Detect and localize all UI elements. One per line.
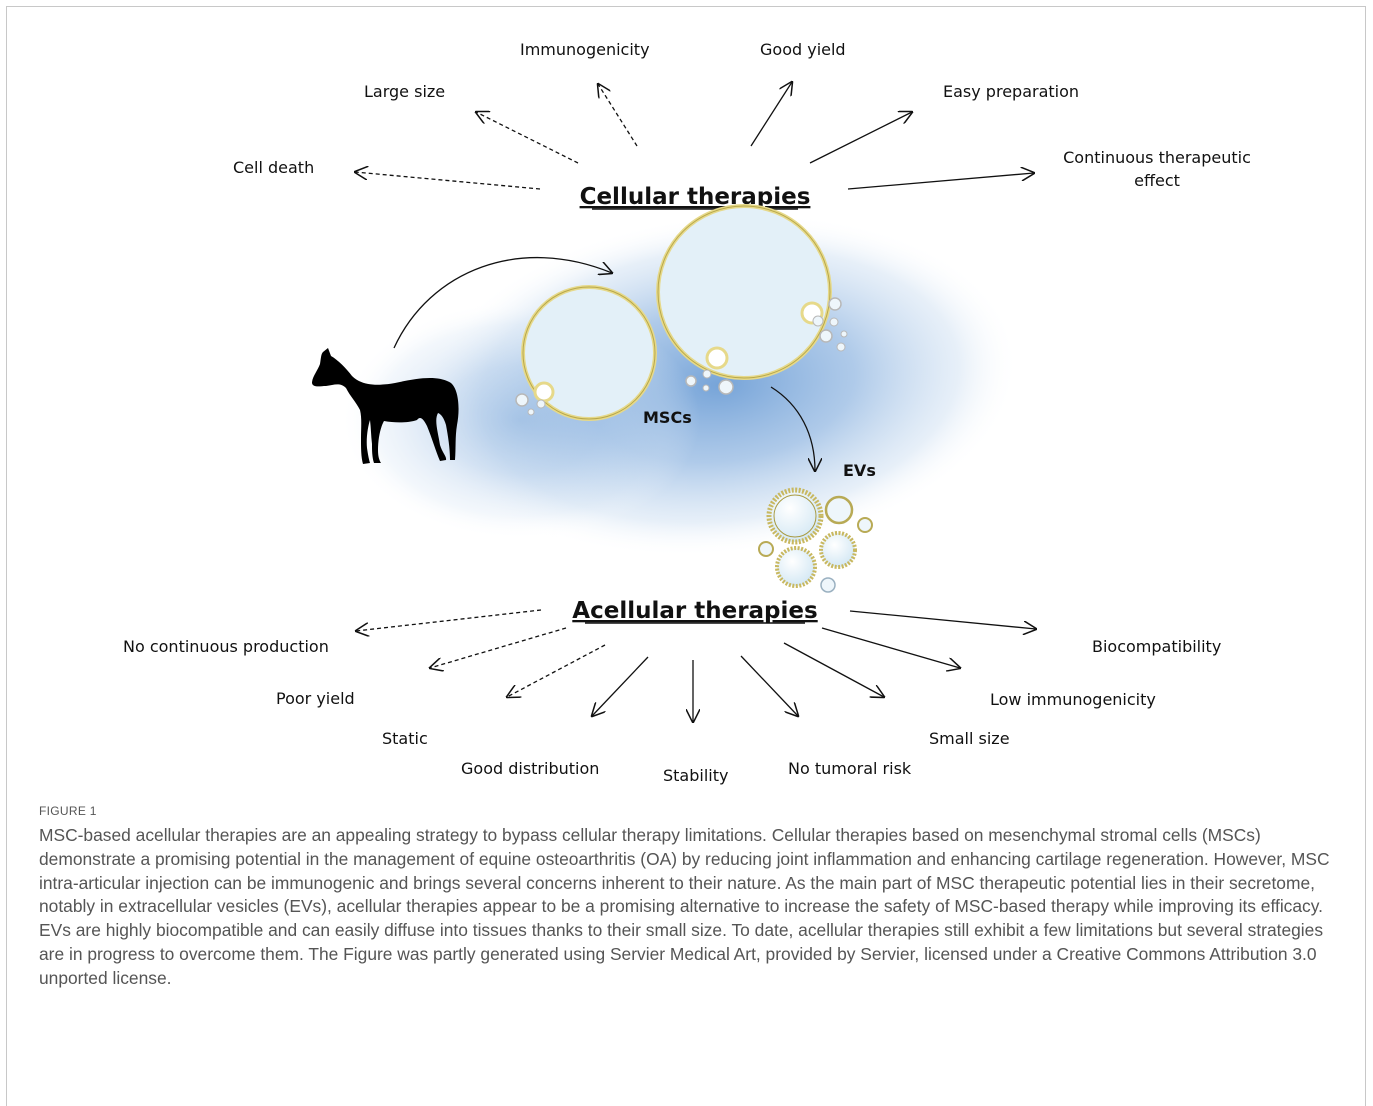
label-stability: Stability [663,766,728,785]
horse-icon [312,348,459,464]
arrow-cell-death [355,172,541,190]
label-poor-yield: Poor yield [276,689,355,708]
label-good-yield: Good yield [760,40,846,59]
arrow-no-continuous [356,609,542,631]
label-continuous-effect-line1: Continuous therapeutic [1063,148,1251,167]
arrow-biocompatibility [849,610,1036,629]
arrow-msc-to-ev [770,386,815,471]
cellular-therapies-title: Cellular therapies [580,184,811,210]
arrow-easy-preparation [809,112,912,164]
label-good-distribution: Good distribution [461,759,599,778]
label-cell-death: Cell death [233,158,314,177]
label-low-immunogenicity: Low immunogenicity [990,690,1156,709]
label-biocompatibility: Biocompatibility [1092,637,1221,656]
therapy-diagram: Cellular therapies Acellular therapies C… [123,40,1251,785]
label-large-size: Large size [364,82,445,101]
label-no-continuous: No continuous production [123,637,329,656]
figure-label: FIGURE 1 [39,804,97,818]
arrow-immunogenicity [598,84,638,147]
arrow-static [507,644,606,697]
figure-caption: MSC-based acellular therapies are an app… [39,825,1330,988]
label-mscs: MSCs [643,408,692,427]
figure-frame [6,6,1366,1106]
extracellular-vesicle-icon [758,487,873,593]
arrow-good-distribution [592,656,649,716]
label-immunogenicity: Immunogenicity [520,40,650,59]
arrow-good-yield [750,82,792,147]
label-easy-preparation: Easy preparation [943,82,1079,101]
msc-cell-icon [515,204,848,421]
label-no-tumoral: No tumoral risk [788,759,912,778]
acellular-therapies-title: Acellular therapies [572,598,817,624]
arrow-small-size [783,642,884,697]
arrow-no-tumoral [740,655,798,716]
arrow-low-immunogenicity [821,627,960,668]
label-static: Static [382,729,428,748]
arrow-continuous-effect [847,173,1034,190]
label-continuous-effect-line2: effect [1134,171,1180,190]
label-evs: EVs [843,461,876,480]
arrow-large-size [476,112,579,164]
label-small-size: Small size [929,729,1010,748]
arrow-horse-to-msc [393,257,612,349]
arrow-poor-yield [430,627,567,668]
